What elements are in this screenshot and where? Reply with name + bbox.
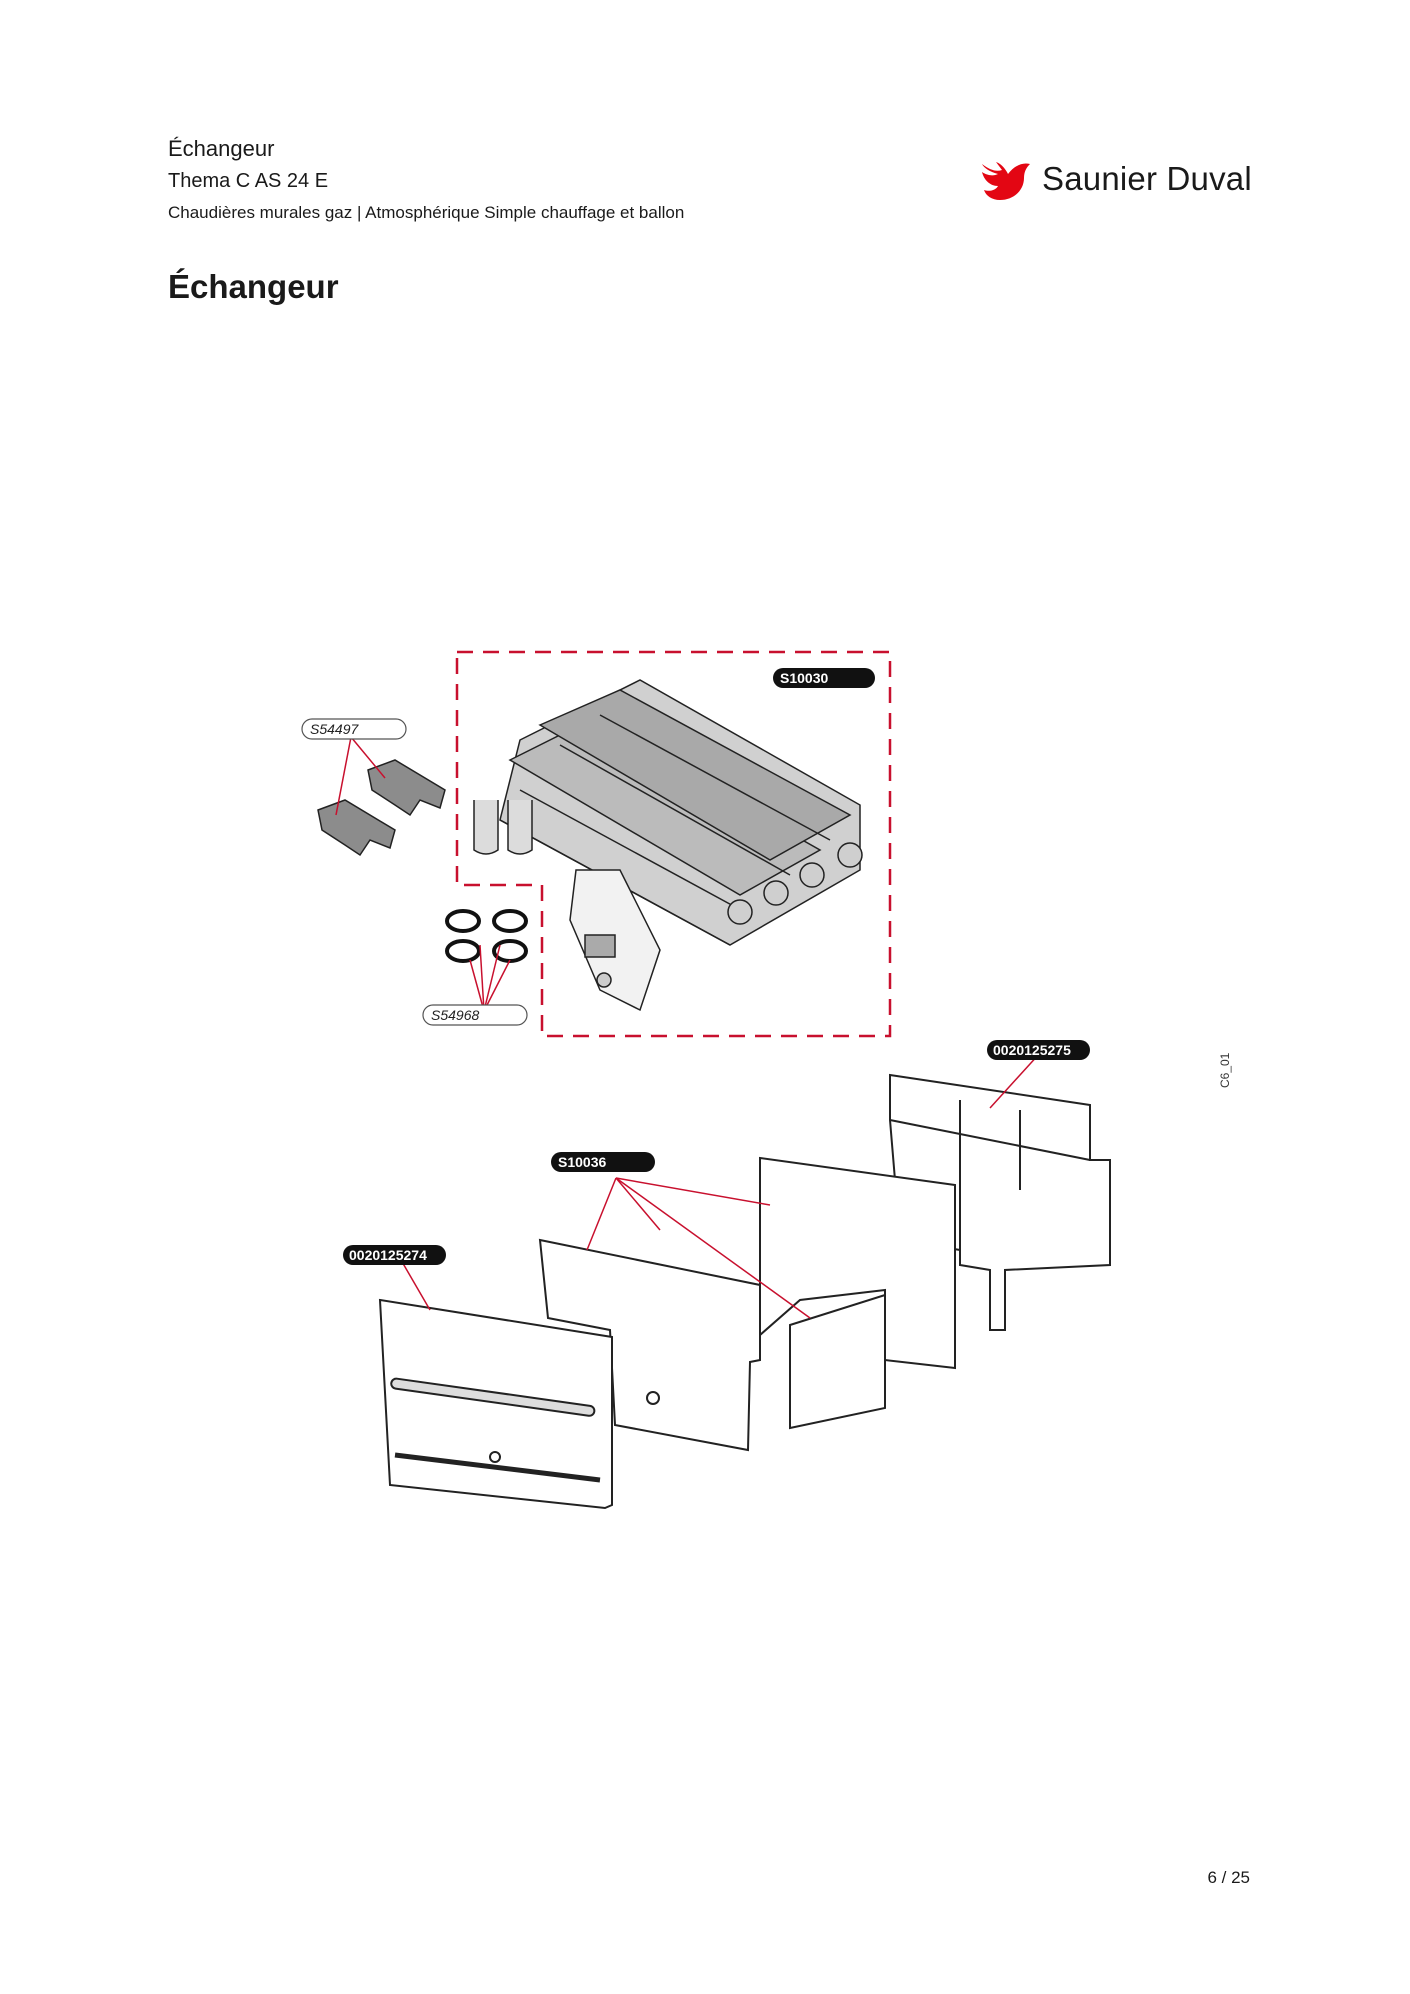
label-pill-0020125274 — [343, 1245, 446, 1265]
page-title: Échangeur — [168, 268, 339, 305]
part-labels: S10030 0020125275 S10036 0020125274 S544… — [301, 668, 1090, 1265]
label-s10030: S10030 — [780, 670, 828, 686]
label-s10036: S10036 — [558, 1154, 606, 1170]
brand-name: Saunier Duval — [1042, 160, 1252, 197]
model-name: Thema C AS 24 E — [168, 170, 329, 192]
insulation-panel-drawing — [538, 1156, 956, 1452]
label-pill-s54497 — [301, 718, 407, 740]
diagram-code: C6_01 — [1218, 1052, 1232, 1088]
label-0020125275: 0020125275 — [993, 1042, 1071, 1058]
leader-lines — [335, 736, 1041, 1319]
label-pill-s10036 — [551, 1152, 655, 1172]
section-title: Échangeur — [168, 136, 275, 161]
label-s54497: S54497 — [310, 721, 359, 737]
product-category: Chaudières murales gaz | Atmosphérique S… — [168, 203, 685, 222]
label-s54968: S54968 — [431, 1007, 479, 1023]
seals-drawing — [445, 909, 528, 963]
bird-icon — [982, 162, 1030, 200]
label-pill-s10030 — [773, 668, 875, 688]
clips-drawing — [317, 759, 446, 857]
label-pill-s54968 — [422, 1004, 528, 1026]
front-panel-drawing — [378, 1298, 613, 1510]
brand-logo: Saunier Duval — [980, 156, 1252, 202]
heat-exchanger-drawing — [473, 679, 863, 1012]
label-pill-0020125275 — [987, 1040, 1090, 1060]
page-number: 6 / 25 — [1207, 1868, 1250, 1887]
label-0020125274: 0020125274 — [349, 1247, 427, 1263]
document-header: Échangeur Thema C AS 24 E Chaudières mur… — [168, 134, 684, 228]
